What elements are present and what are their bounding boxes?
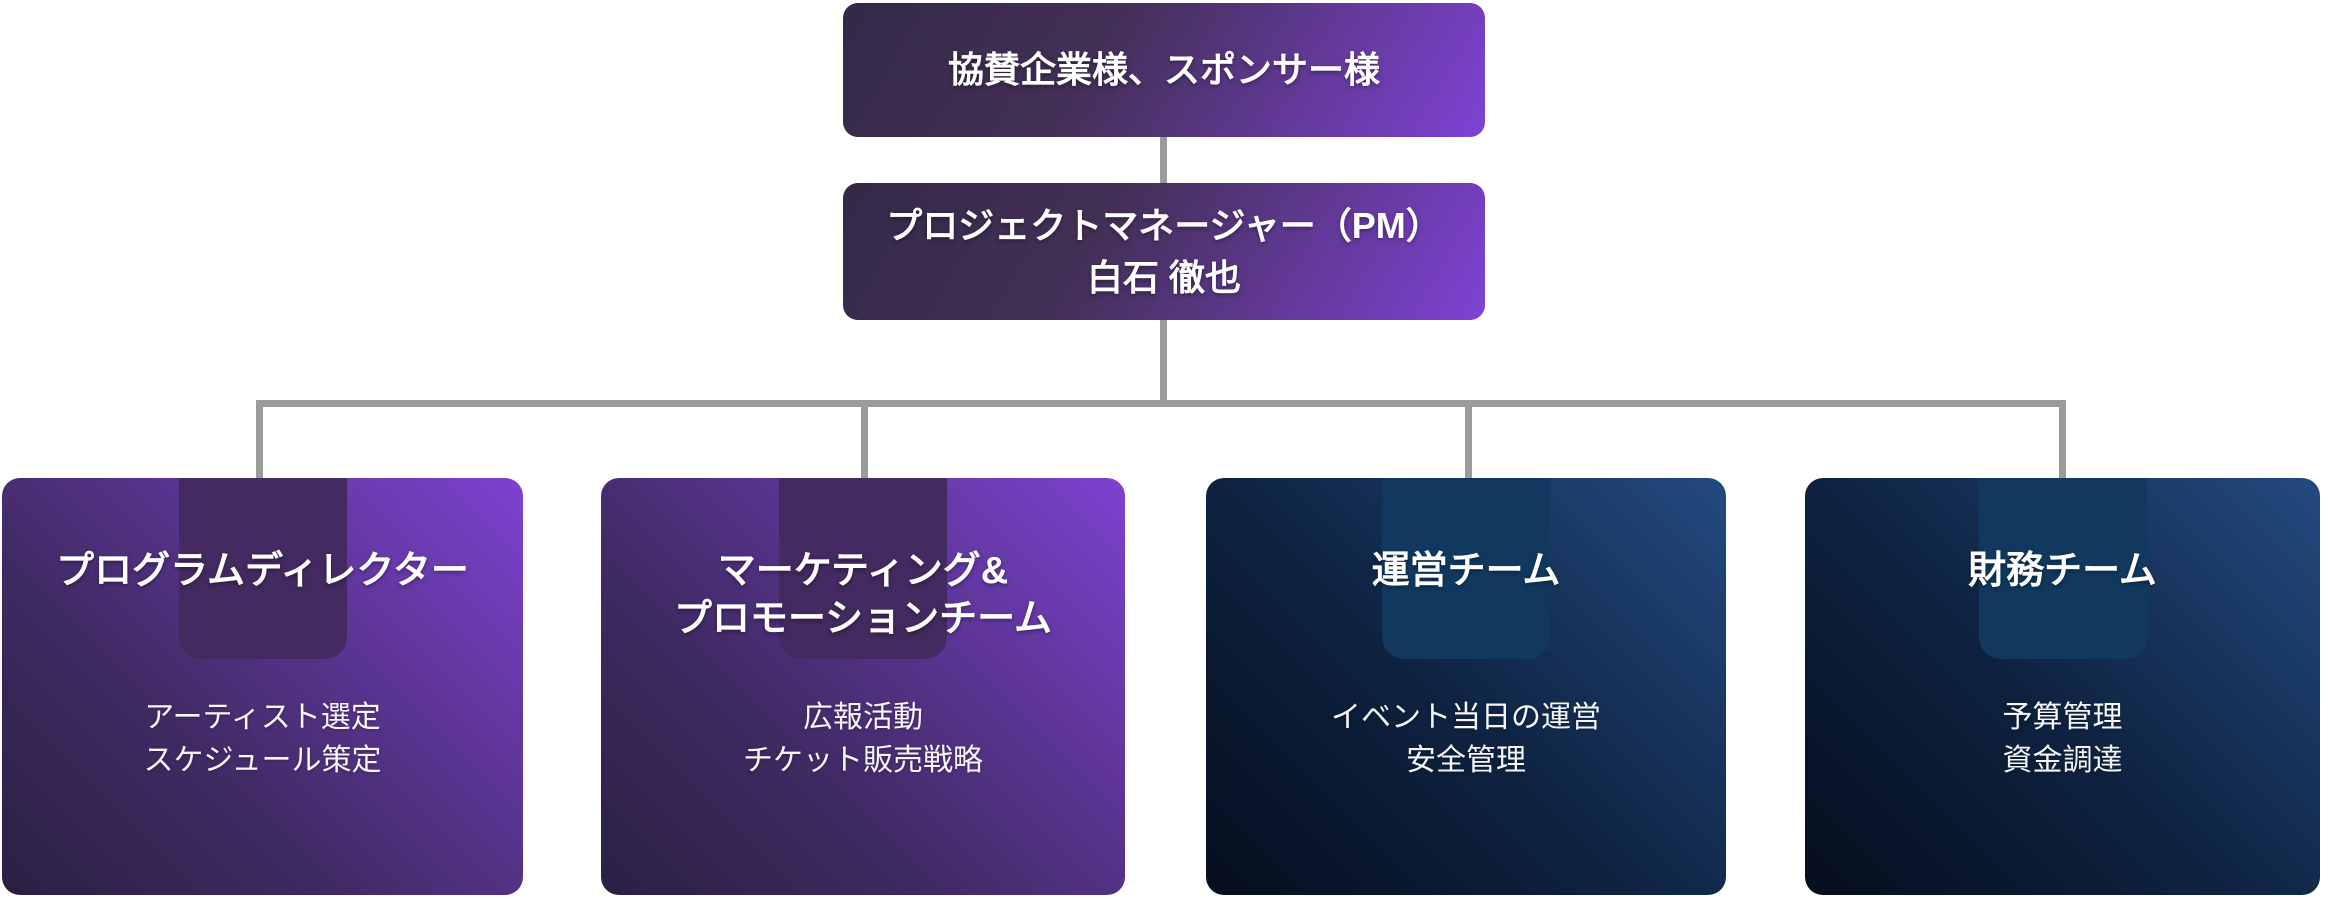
team-duty: 予算管理 xyxy=(2002,701,2123,734)
team-duty: チケット販売戦略 xyxy=(743,743,983,777)
team-title-line: 財務チーム xyxy=(1968,550,2157,592)
team-title: プログラムディレクター xyxy=(2,548,523,596)
connector-drop-finance xyxy=(2059,400,2066,479)
team-duty: スケジュール策定 xyxy=(143,743,382,777)
node-team-program-director: プログラムディレクター アーティスト選定 スケジュール策定 xyxy=(2,478,523,895)
team-title: マーケティング& プロモーションチーム xyxy=(601,548,1125,643)
team-duties: アーティスト選定 スケジュール策定 xyxy=(2,697,523,783)
node-team-marketing-promotion: マーケティング& プロモーションチーム 広報活動 チケット販売戦略 xyxy=(601,478,1125,895)
team-connector-tab xyxy=(178,478,347,659)
team-duty: 資金調達 xyxy=(2002,743,2123,777)
team-duties: イベント当日の運営 安全管理 xyxy=(1206,697,1726,783)
team-duty: イベント当日の運営 xyxy=(1331,701,1601,734)
team-title-line: プログラムディレクター xyxy=(56,550,469,592)
team-connector-tab xyxy=(1382,478,1550,659)
team-connector-tab xyxy=(779,478,947,659)
team-duties: 広報活動 チケット販売戦略 xyxy=(601,697,1125,783)
team-duty: 広報活動 xyxy=(803,701,923,734)
team-title: 財務チーム xyxy=(1805,548,2320,596)
pm-role-label: プロジェクトマネージャー（PM） xyxy=(886,205,1442,247)
team-title-line: 運営チーム xyxy=(1371,550,1561,592)
team-title: 運営チーム xyxy=(1206,548,1726,596)
connector-horizontal-bus xyxy=(256,400,2066,407)
connector-pm-stem xyxy=(1160,318,1167,405)
node-project-manager: プロジェクトマネージャー（PM） 白石 徹也 xyxy=(843,183,1485,320)
team-title-line: マーケティング& xyxy=(717,550,1009,592)
team-connector-tab xyxy=(1978,478,2147,659)
connector-drop-marketing xyxy=(861,400,868,479)
connector-drop-program-director xyxy=(256,400,263,479)
team-duties: 予算管理 資金調達 xyxy=(1805,697,2320,783)
connector-sponsor-to-pm xyxy=(1160,136,1167,184)
team-duty: 安全管理 xyxy=(1406,743,1526,777)
connector-drop-operations xyxy=(1465,400,1472,479)
sponsor-label: 協賛企業様、スポンサー様 xyxy=(947,49,1380,91)
pm-person-name: 白石 徹也 xyxy=(1086,256,1241,298)
node-team-operations: 運営チーム イベント当日の運営 安全管理 xyxy=(1206,478,1726,895)
node-team-finance: 財務チーム 予算管理 資金調達 xyxy=(1805,478,2320,895)
node-sponsors: 協賛企業様、スポンサー様 xyxy=(843,3,1485,137)
team-duty: アーティスト選定 xyxy=(144,701,381,734)
team-title-line: プロモーションチーム xyxy=(673,597,1053,640)
